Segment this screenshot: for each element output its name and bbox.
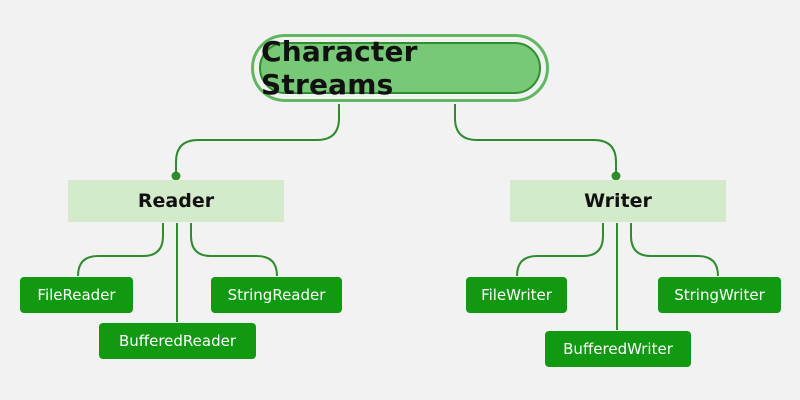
leaf-node-bufferedwriter: BufferedWriter xyxy=(545,331,691,367)
leaf-node-bufferedreader: BufferedReader xyxy=(99,323,256,359)
root-node-label: Character Streams xyxy=(259,35,541,101)
connector-reader-filereader xyxy=(77,223,164,277)
connector-root-reader xyxy=(175,104,340,176)
leaf-node-filereader: FileReader xyxy=(20,277,133,313)
leaf-node-filewriter: FileWriter xyxy=(466,277,567,313)
category-node-writer: Writer xyxy=(510,180,726,222)
connector-writer-stringwriter xyxy=(630,223,719,277)
leaf-node-stringwriter: StringWriter xyxy=(658,277,781,313)
connector-writer-filewriter xyxy=(516,223,604,277)
root-node: Character Streams xyxy=(251,34,549,102)
connector-reader-stringreader xyxy=(190,223,278,277)
leaf-node-stringreader: StringReader xyxy=(211,277,342,313)
connector-root-writer xyxy=(454,104,617,176)
category-node-reader: Reader xyxy=(68,180,284,222)
connector-dot-reader xyxy=(171,171,181,181)
connector-dot-writer xyxy=(611,171,621,181)
